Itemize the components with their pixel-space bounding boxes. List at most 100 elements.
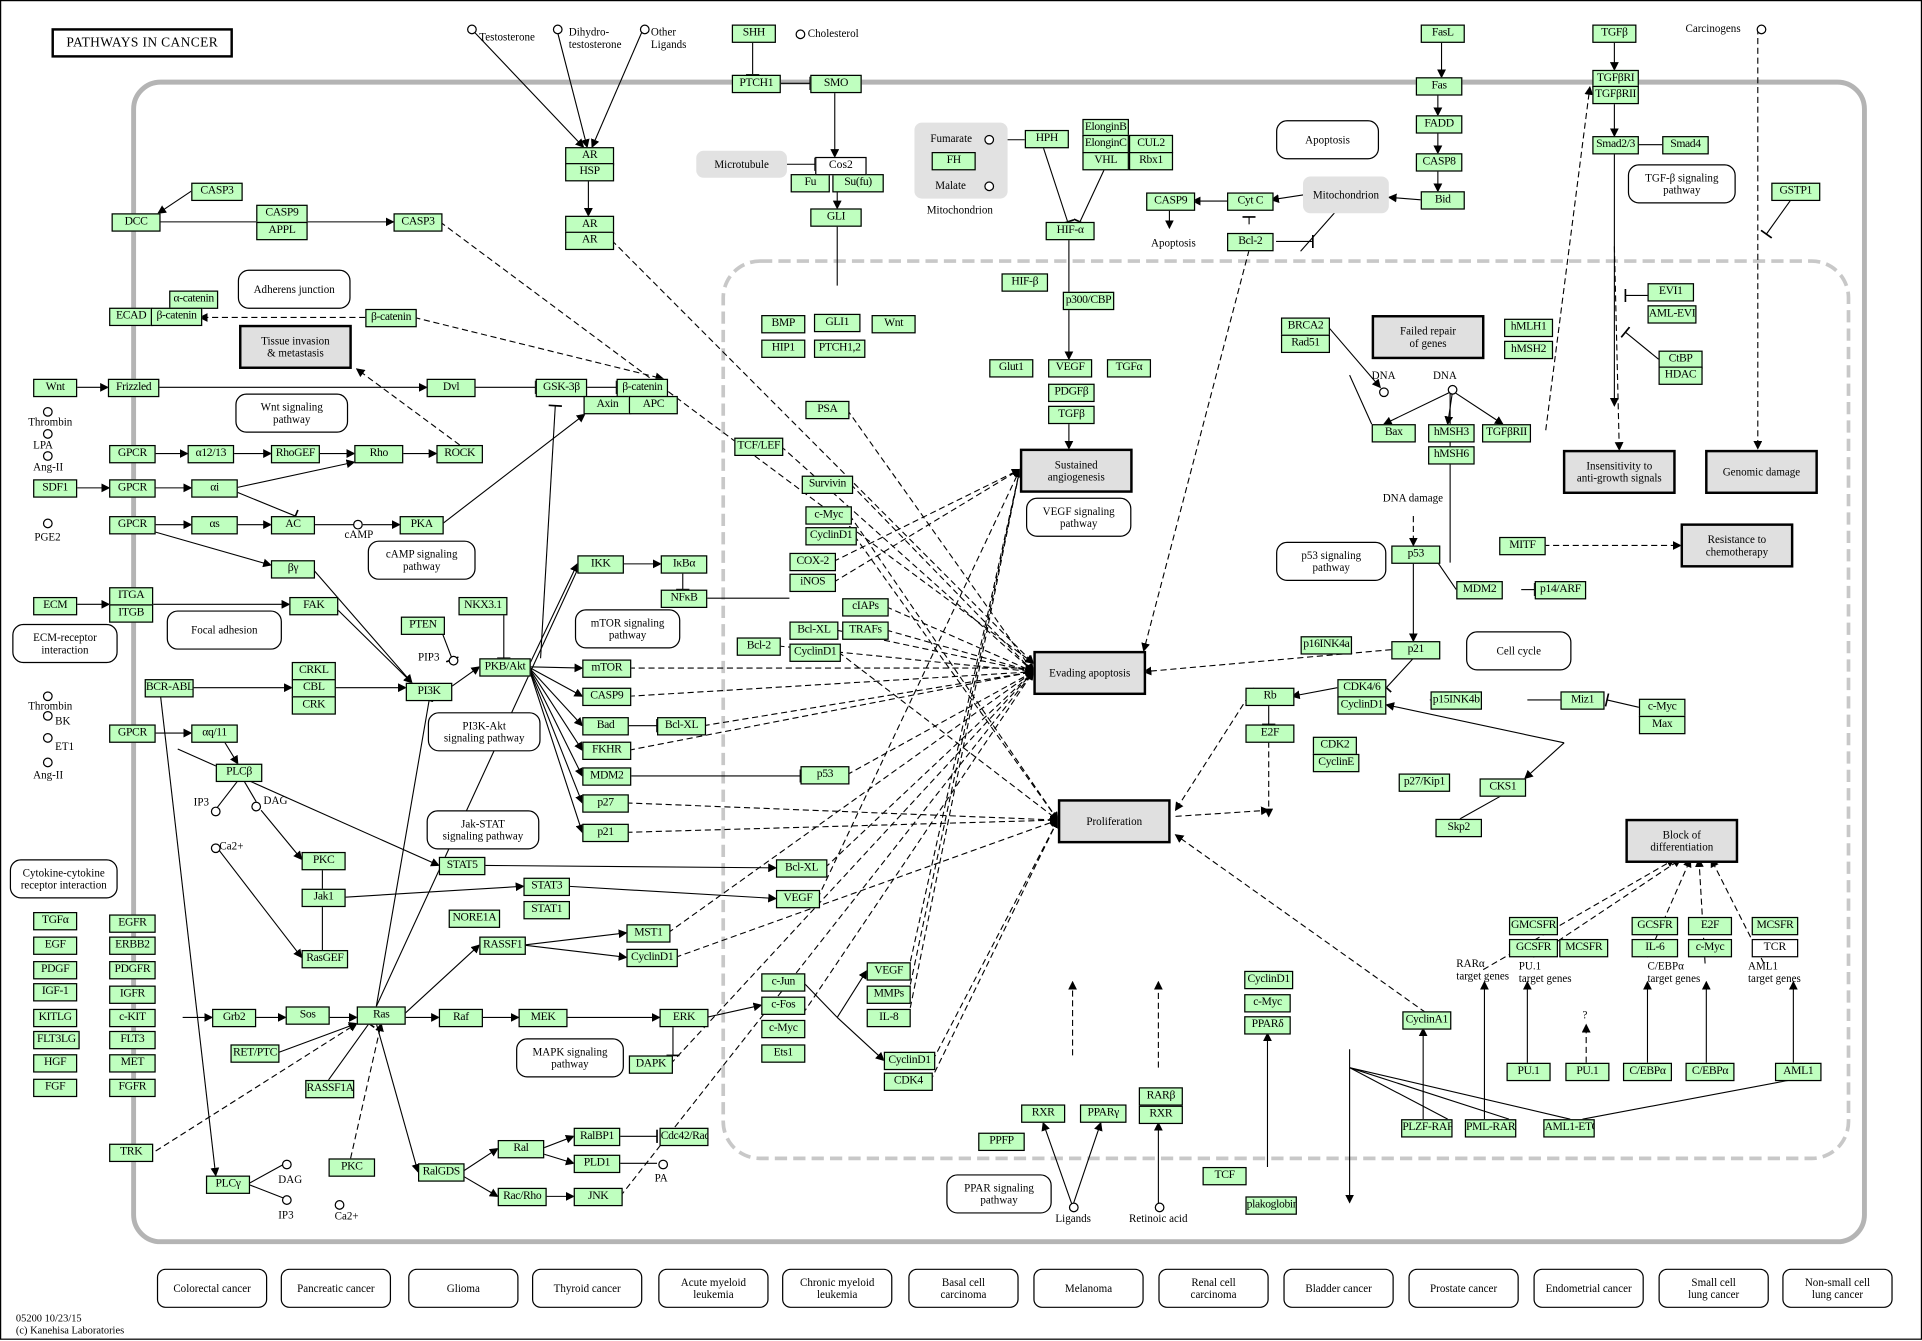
gene-ecm[interactable]: ECM bbox=[33, 596, 78, 616]
gene-fh[interactable]: FH bbox=[931, 151, 976, 171]
gene-mmps[interactable]: MMPs bbox=[866, 985, 911, 1004]
compound-pge2-marker[interactable] bbox=[42, 518, 53, 529]
gene-kitlg[interactable]: KITLG bbox=[33, 1008, 78, 1028]
gene-tgf[interactable]: TGFα bbox=[33, 911, 78, 931]
gene-c-myc[interactable]: c-Myc bbox=[1638, 698, 1686, 718]
gene-tgf[interactable]: TGFβ bbox=[1048, 405, 1095, 425]
compound-ca2-marker[interactable] bbox=[334, 1200, 345, 1210]
cancer-link-colorectal-cancer[interactable]: Colorectal cancer bbox=[156, 1268, 268, 1308]
gene-cyt-c[interactable]: Cyt C bbox=[1227, 192, 1274, 211]
cancer-link-basal-cell-carcinoma[interactable]: Basal cell carcinoma bbox=[908, 1268, 1019, 1308]
gene-node[interactable]: βγ bbox=[270, 560, 316, 579]
gene-psa[interactable]: PSA bbox=[805, 400, 850, 420]
compound-dna-marker[interactable] bbox=[1379, 387, 1389, 398]
cancer-link-thyroid-cancer[interactable]: Thyroid cancer bbox=[531, 1268, 643, 1308]
pathway-link-mtor-signaling-pathway[interactable]: mTOR signaling pathway bbox=[574, 609, 681, 649]
gene-hsp[interactable]: HSP bbox=[565, 163, 615, 182]
gene-nore1a[interactable]: NORE1A bbox=[448, 909, 501, 928]
gene-bad[interactable]: Bad bbox=[582, 717, 629, 736]
gene-plc[interactable]: PLCβ bbox=[215, 763, 263, 783]
compound-thrombin-marker[interactable] bbox=[42, 406, 53, 417]
cancer-link-melanoma[interactable]: Melanoma bbox=[1033, 1268, 1144, 1308]
gene-vhl[interactable]: VHL bbox=[1082, 151, 1129, 171]
gene-cks1[interactable]: CKS1 bbox=[1479, 778, 1527, 797]
gene-ciaps[interactable]: cIAPs bbox=[842, 598, 889, 617]
gene-hmsh3[interactable]: hMSH3 bbox=[1428, 424, 1475, 443]
gene-c-jun[interactable]: c-Jun bbox=[761, 973, 806, 992]
gene-cul2[interactable]: CUL2 bbox=[1128, 134, 1174, 154]
gene-pdgf[interactable]: PDGF bbox=[33, 961, 78, 980]
gene-ptch1-2[interactable]: PTCH1,2 bbox=[813, 339, 866, 358]
gene-rad51[interactable]: Rad51 bbox=[1280, 334, 1330, 354]
gene-pld1[interactable]: PLD1 bbox=[573, 1154, 621, 1174]
gene-cyclind1[interactable]: CyclinD1 bbox=[626, 948, 678, 968]
gene-bcr-abl[interactable]: BCR-ABL bbox=[144, 679, 194, 698]
compound-cholesterol-marker[interactable] bbox=[795, 29, 806, 40]
gene-cbl[interactable]: CBL bbox=[291, 679, 336, 698]
node-cos2[interactable]: Cos2 bbox=[815, 156, 867, 176]
gene-miz1[interactable]: Miz1 bbox=[1560, 691, 1605, 710]
gene-i[interactable]: αi bbox=[191, 479, 238, 498]
gene-catenin[interactable]: β-catenin bbox=[150, 307, 203, 327]
gene-egf[interactable]: EGF bbox=[33, 936, 78, 955]
gene-cyclind1[interactable]: CyclinD1 bbox=[805, 527, 857, 546]
pathway-link-ecm-receptor-interaction[interactable]: ECM-receptor interaction bbox=[12, 623, 118, 664]
gene-c-myc[interactable]: c-Myc bbox=[1687, 938, 1733, 958]
gene-gcsfr[interactable]: GCSFR bbox=[1508, 938, 1558, 958]
gene-mcsfr[interactable]: MCSFR bbox=[1751, 916, 1799, 936]
gene-pkb-akt[interactable]: PKB/Akt bbox=[479, 658, 531, 677]
gene-rxr[interactable]: RXR bbox=[1021, 1104, 1066, 1123]
gene-catenin[interactable]: α-catenin bbox=[169, 290, 219, 309]
gene-igf-1[interactable]: IGF-1 bbox=[33, 983, 78, 1002]
gene-ret-ptc[interactable]: RET/PTC bbox=[230, 1044, 280, 1063]
compound-retinoic-acid-marker[interactable] bbox=[1154, 1202, 1165, 1213]
gene-fas[interactable]: Fas bbox=[1415, 77, 1463, 96]
gene-c-ebp[interactable]: C/EBPα bbox=[1685, 1062, 1735, 1082]
gene-fgfr[interactable]: FGFR bbox=[109, 1078, 156, 1098]
gene-ac[interactable]: AC bbox=[270, 516, 316, 535]
gene-crkl[interactable]: CRKL bbox=[291, 661, 336, 681]
gene-elonginb[interactable]: ElonginB bbox=[1082, 118, 1129, 138]
gene-bcl-xl[interactable]: Bcl-XL bbox=[775, 859, 828, 878]
pathway-link-apoptosis[interactable]: Apoptosis bbox=[1276, 120, 1380, 160]
compound-dna-marker[interactable] bbox=[1447, 384, 1458, 395]
gene-stat5[interactable]: STAT5 bbox=[438, 856, 486, 876]
gene-hip1[interactable]: HIP1 bbox=[761, 339, 806, 358]
gene-ar[interactable]: AR bbox=[565, 231, 615, 251]
gene-bid[interactable]: Bid bbox=[1420, 191, 1465, 210]
gene-ras[interactable]: Ras bbox=[356, 1006, 406, 1025]
gene-egfr[interactable]: EGFR bbox=[109, 914, 156, 933]
gene-gpcr[interactable]: GPCR bbox=[109, 479, 156, 498]
gene-bcl-xl[interactable]: Bcl-XL bbox=[789, 621, 839, 640]
gene-gpcr[interactable]: GPCR bbox=[109, 444, 156, 464]
gene-fu[interactable]: Fu bbox=[790, 174, 830, 193]
gene-casp9[interactable]: CASP9 bbox=[1146, 192, 1196, 211]
gene-erbb2[interactable]: ERBB2 bbox=[109, 936, 156, 955]
gene-casp3[interactable]: CASP3 bbox=[393, 213, 443, 232]
gene-hmsh2[interactable]: hMSH2 bbox=[1504, 340, 1554, 360]
gene-inos[interactable]: iNOS bbox=[789, 573, 836, 593]
cancer-link-non-small-cell-lung-cancer[interactable]: Non-small cell lung cancer bbox=[1782, 1268, 1893, 1308]
gene-plakoglobin[interactable]: plakoglobin bbox=[1245, 1196, 1297, 1215]
gene-cyclind1[interactable]: CyclinD1 bbox=[1337, 696, 1387, 715]
gene-pdgf[interactable]: PDGFβ bbox=[1048, 383, 1095, 403]
gene-bax[interactable]: Bax bbox=[1371, 424, 1416, 443]
gene-plc[interactable]: PLCγ bbox=[205, 1175, 251, 1194]
pathway-link-pi3k-akt-signaling-pathway[interactable]: PI3K-Akt signaling pathway bbox=[427, 712, 541, 752]
gene-p21[interactable]: p21 bbox=[582, 823, 629, 843]
gene-bmp[interactable]: BMP bbox=[761, 315, 806, 334]
pathway-link-vegf-signaling-pathway[interactable]: VEGF signaling pathway bbox=[1025, 497, 1132, 537]
gene-jnk[interactable]: JNK bbox=[573, 1187, 623, 1207]
pathway-link-mapk-signaling-pathway[interactable]: MAPK signaling pathway bbox=[516, 1038, 624, 1078]
gene-tcf-lef[interactable]: TCF/LEF bbox=[734, 437, 784, 456]
gene-c-myc[interactable]: c-Myc bbox=[761, 1019, 806, 1039]
gene-mek[interactable]: MEK bbox=[518, 1008, 568, 1028]
gene-mitf[interactable]: MITF bbox=[1499, 536, 1546, 556]
gene-hph[interactable]: HPH bbox=[1024, 129, 1069, 149]
gene-survivin[interactable]: Survivin bbox=[801, 475, 854, 494]
gene-dcc[interactable]: DCC bbox=[111, 213, 161, 232]
gene-pka[interactable]: PKA bbox=[399, 516, 444, 535]
gene-su-fu[interactable]: Su(fu) bbox=[832, 174, 884, 193]
gene-aml-evi1[interactable]: AML-EVI1 bbox=[1647, 305, 1697, 324]
cancer-link-glioma[interactable]: Glioma bbox=[408, 1268, 519, 1308]
